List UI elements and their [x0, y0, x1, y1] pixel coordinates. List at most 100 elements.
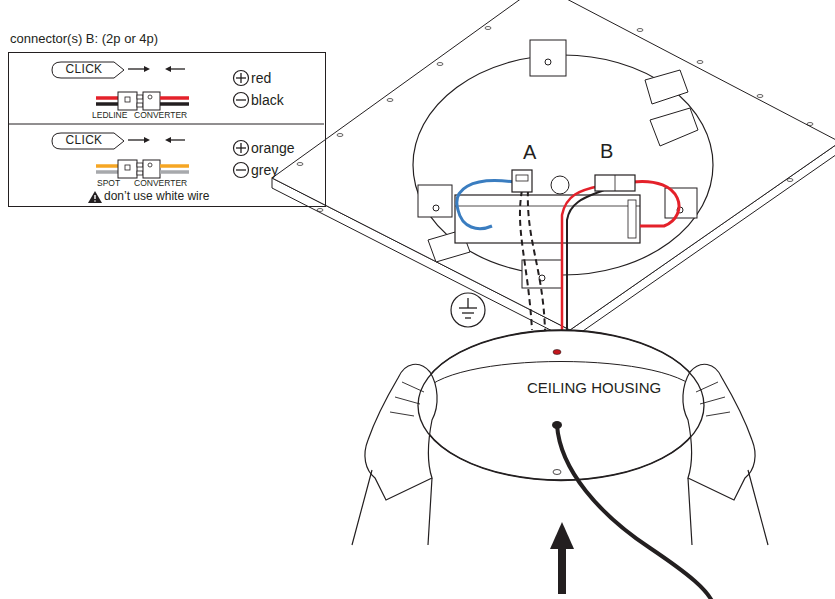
latch — [125, 97, 130, 102]
ceiling-housing: CEILING HOUSING — [417, 329, 705, 481]
housing-rim — [421, 362, 701, 397]
tile-hole — [757, 95, 763, 98]
arrow-head — [165, 137, 171, 143]
wire-colour: grey — [251, 162, 278, 178]
orange-wire — [96, 164, 119, 168]
right-arm — [688, 470, 768, 545]
housing-outline — [417, 329, 705, 481]
plus-symbol — [234, 141, 249, 156]
red-wire — [632, 181, 679, 226]
minus-bar — [236, 169, 246, 170]
tag-shape — [52, 133, 124, 149]
tile-hole — [317, 209, 323, 212]
right-hand — [683, 364, 755, 500]
tile-hole — [485, 27, 491, 30]
screw — [545, 59, 551, 65]
blue-wire — [457, 181, 514, 229]
arrow-head — [165, 66, 171, 72]
converter-end — [628, 200, 636, 238]
prong — [137, 163, 143, 167]
tag-shape — [52, 62, 124, 78]
warning-note: don’t use white wire — [104, 190, 209, 204]
black-wire — [160, 102, 189, 106]
plus-symbol — [234, 71, 249, 86]
bracket — [530, 40, 566, 76]
black-wire — [567, 190, 604, 340]
earth-wire — [528, 190, 545, 330]
minus-symbol — [234, 93, 249, 108]
ground-stem — [467, 298, 468, 308]
left-arm — [352, 470, 432, 545]
prong — [137, 103, 143, 107]
latch-hole — [148, 95, 152, 99]
arrow-head — [144, 66, 150, 72]
minus-bar — [236, 99, 246, 100]
click-label: CLICK — [66, 63, 111, 77]
click-tag: CLICK — [51, 61, 125, 79]
minus-symbol — [234, 163, 249, 178]
housing-face — [418, 330, 704, 480]
grey-wire — [160, 170, 189, 174]
latch — [125, 165, 130, 170]
plus-bar — [240, 143, 241, 153]
click-label: CLICK — [66, 134, 111, 148]
bracket — [418, 185, 452, 217]
tile-hole — [297, 163, 303, 166]
part-name: LEDLINE — [92, 111, 127, 121]
connector-b — [595, 175, 635, 191]
connector-letter: A — [523, 141, 536, 164]
red-wire — [96, 96, 119, 100]
screw-hole — [553, 470, 561, 475]
tile-hole — [437, 63, 443, 66]
bracket — [650, 108, 698, 146]
warning-mark — [94, 195, 95, 199]
converter — [455, 195, 640, 243]
ground-symbol — [451, 293, 485, 327]
socket-connector — [143, 160, 160, 178]
ground-bar — [462, 312, 474, 313]
grey-wire — [96, 170, 119, 174]
earth-wire — [520, 190, 532, 330]
plug-connector — [118, 92, 137, 110]
converter-edge — [455, 206, 640, 207]
part-name: SPOT — [97, 179, 120, 189]
part-name: CONVERTER — [134, 111, 187, 121]
wire-colour: red — [251, 70, 271, 86]
cable-hole — [551, 176, 569, 194]
tile-hole — [387, 99, 393, 102]
orange-wire — [160, 164, 189, 168]
lift-arrow-head — [550, 522, 574, 549]
row-divider — [8, 124, 324, 125]
black-wire — [96, 102, 119, 106]
arrow-head — [144, 137, 150, 143]
tile-hole — [337, 134, 343, 137]
plug-connector — [118, 160, 137, 178]
ground-bar — [459, 307, 477, 308]
tile-hole — [637, 29, 643, 32]
wire-colour: orange — [251, 140, 295, 156]
finger-lines — [696, 382, 730, 416]
housing-label: CEILING HOUSING — [527, 379, 661, 396]
socket-connector — [143, 92, 160, 110]
connector-slot — [516, 175, 528, 181]
table-heading: connector(s) B: (2p or 4p) — [10, 32, 326, 47]
warning-dot — [94, 200, 96, 202]
latch-hole — [148, 163, 152, 167]
prong — [137, 171, 143, 175]
connector-split — [615, 175, 616, 191]
cable-gland — [552, 421, 562, 429]
bracket — [665, 188, 697, 218]
wire-colour: black — [251, 92, 284, 108]
tile-hole — [787, 179, 793, 182]
screw — [433, 205, 439, 211]
plus-bar — [240, 73, 241, 83]
red-mark — [553, 350, 561, 355]
warning-triangle — [88, 191, 102, 203]
lift-arrow — [558, 546, 566, 594]
left-hand — [365, 364, 437, 500]
tile-hole — [697, 61, 703, 64]
tile-hole — [807, 123, 813, 126]
clip — [645, 70, 688, 104]
